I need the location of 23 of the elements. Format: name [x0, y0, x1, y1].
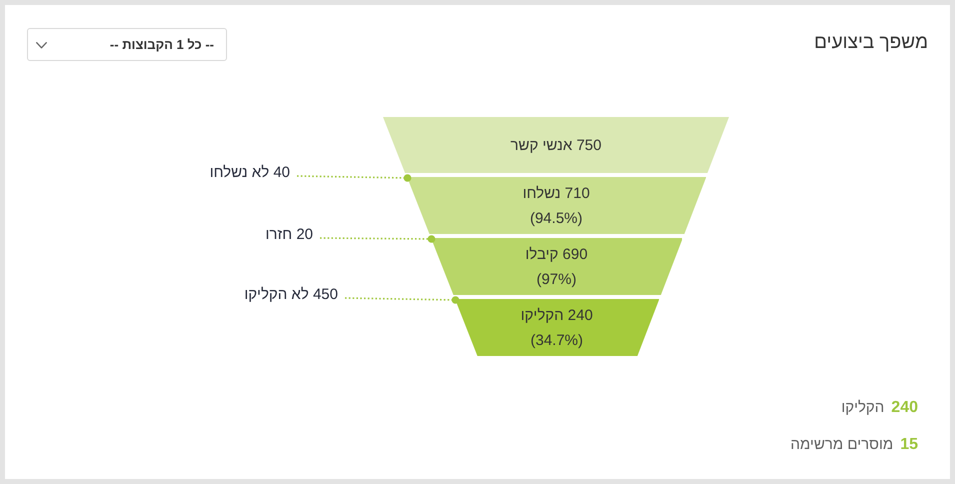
stat-label: הקליקו [841, 398, 884, 418]
funnel-band [406, 177, 706, 234]
title: משפך ביצועים [814, 31, 928, 55]
stat-value: 15 [900, 435, 918, 455]
callout-label: 20 חזרו [266, 225, 313, 245]
leader-line [296, 174, 412, 182]
leader-line [320, 235, 436, 243]
funnel-band [454, 299, 659, 356]
percent-label: (34.7%) [530, 330, 584, 350]
callout-label: 40 לא נשלחו [210, 163, 290, 183]
percent-label: (97%) [536, 270, 576, 290]
band-label: 750 אנשי קשר [510, 136, 602, 156]
stat-value: 240 [891, 398, 918, 418]
dropdown-select: -- כל 1 הקבוצות -- [27, 28, 227, 61]
funnel-band [383, 117, 729, 173]
stat-label: מוסרים מרשימה [790, 435, 894, 455]
band-label: 690 קיבלו [525, 244, 588, 264]
callout-label: 450 לא הקליקו [244, 285, 338, 305]
band-label: 240 הקליקו [520, 306, 593, 326]
funnel-band [430, 238, 682, 295]
band-label: 710 נשלחו [522, 184, 590, 204]
leader-line [344, 296, 460, 304]
percent-label: (94.5%) [530, 208, 583, 228]
